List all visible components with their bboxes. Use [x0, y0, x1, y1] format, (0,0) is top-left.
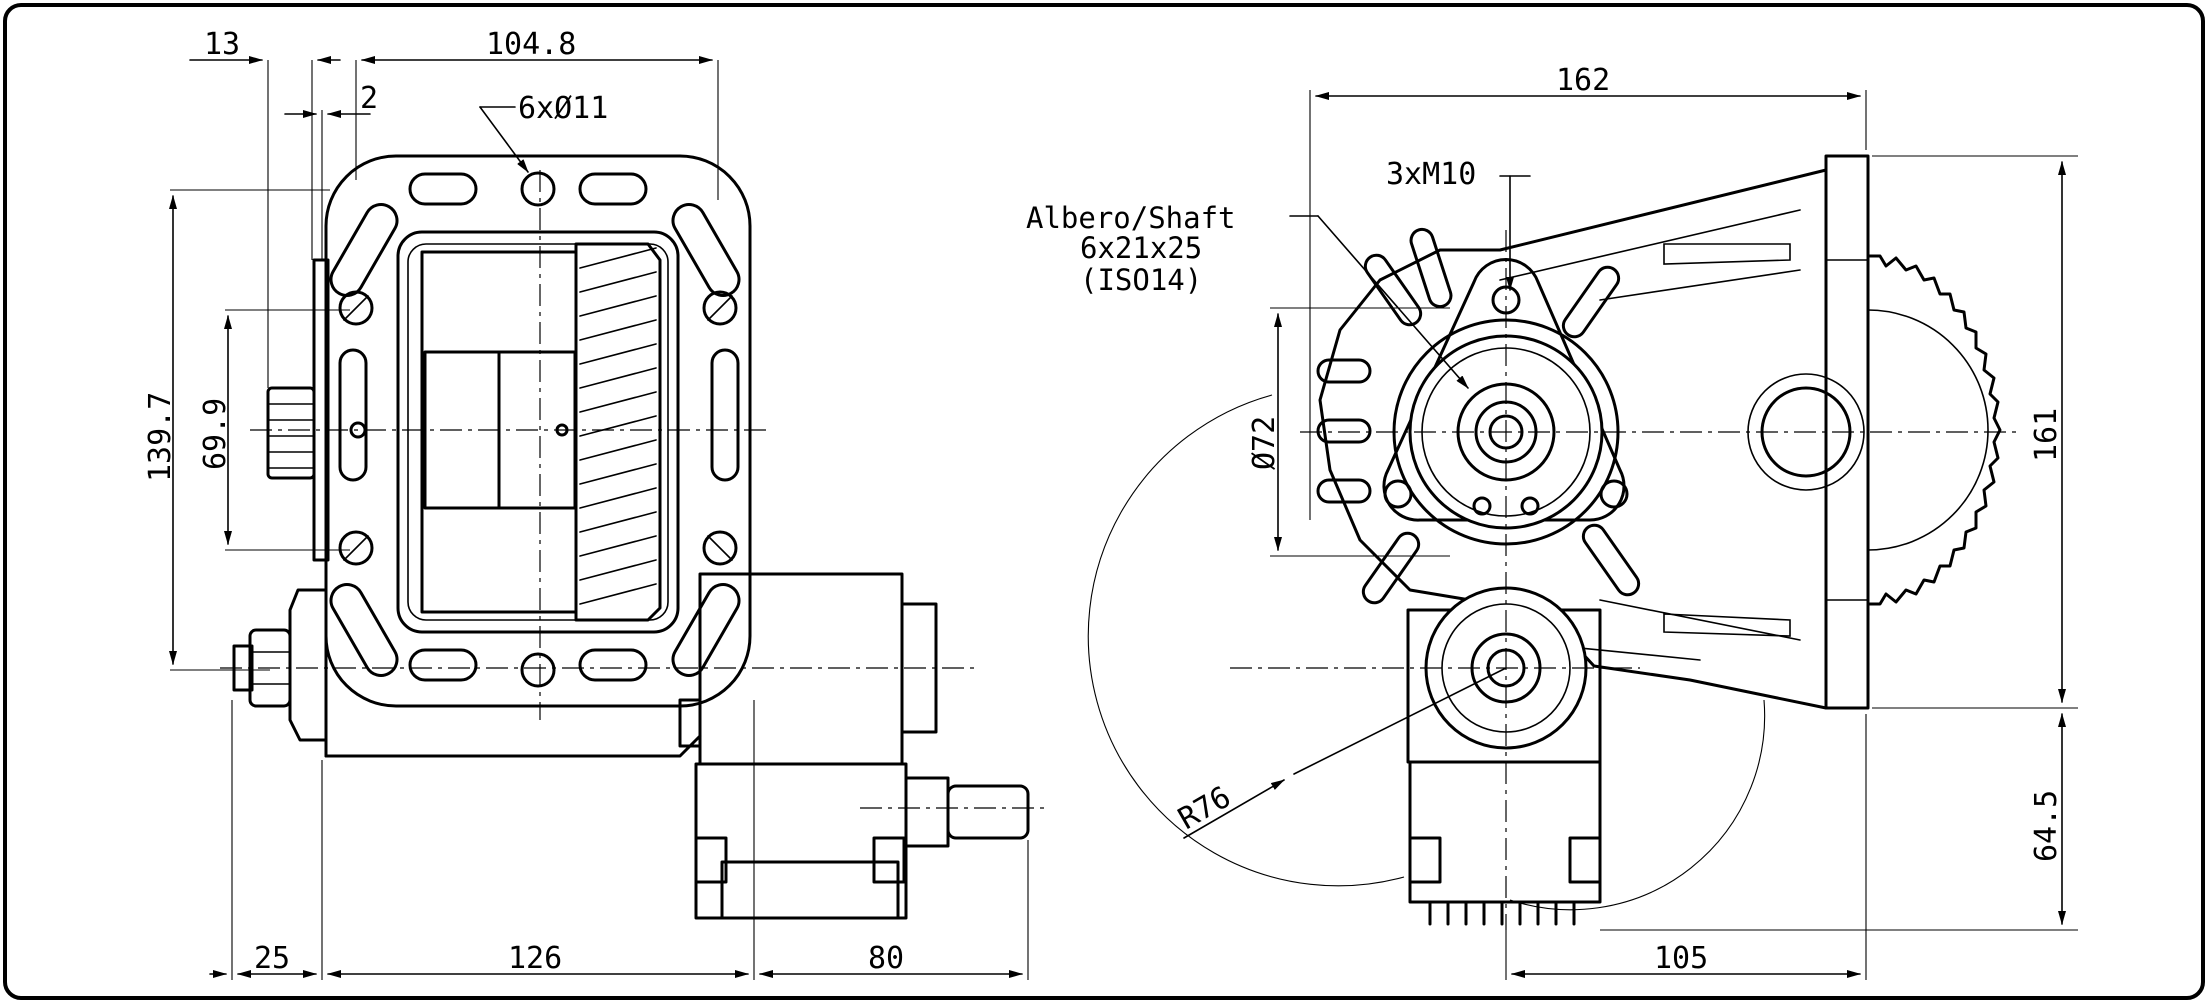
dim-25: 25: [254, 941, 290, 976]
right-motor-housing: [1408, 760, 1602, 904]
left-motor-body: [698, 572, 904, 766]
left-flange-inner: [396, 230, 680, 634]
thread-label: 3xM10: [1386, 157, 1476, 192]
shaft-note-line1: Albero/Shaft: [1026, 201, 1236, 235]
dim-161: 161: [2029, 408, 2064, 462]
left-spline-shaft: [266, 386, 316, 480]
housing-comb: [1428, 900, 1576, 926]
left-flange-outline: [324, 154, 752, 708]
dim-80: 80: [868, 941, 904, 976]
left-cable: [946, 784, 1030, 840]
right-view: 162 3xM10 Ø72 161 R76 64.5 105 Albero/Sh…: [1026, 63, 2078, 980]
dim-2: 2: [360, 81, 378, 116]
shaft-note-line2: 6x21x25: [1080, 231, 1202, 265]
dim-13: 13: [204, 27, 240, 62]
shaft-note-line3: (ISO14): [1080, 263, 1202, 297]
dim-126: 126: [508, 941, 562, 976]
dim-162: 162: [1556, 63, 1610, 98]
right-housing-body: [1318, 168, 1828, 710]
dim-d72: Ø72: [1247, 416, 1282, 470]
dim-64-5: 64.5: [2029, 790, 2064, 862]
helical-gear: [574, 242, 662, 622]
dim-69-9: 69.9: [198, 398, 233, 470]
bolt-hole-bottom: [520, 652, 556, 688]
dim-105: 105: [1654, 941, 1708, 976]
left-cable-gland: [904, 776, 950, 848]
dim-139-7: 139.7: [143, 392, 178, 482]
r76-arc: [1087, 394, 1405, 887]
holes-label: 6xØ11: [518, 91, 608, 126]
gear-teeth: [579, 247, 657, 605]
output-gear: [1866, 254, 2002, 606]
drawing-frame: [3, 3, 2205, 1000]
dim-r76: R76: [1173, 780, 1237, 837]
dim-104-8: 104.8: [486, 27, 576, 62]
bolt-hole-top: [520, 171, 556, 207]
left-view: 13 104.8 2 6xØ11 139.7 69.9 25 126 80: [143, 27, 1050, 980]
